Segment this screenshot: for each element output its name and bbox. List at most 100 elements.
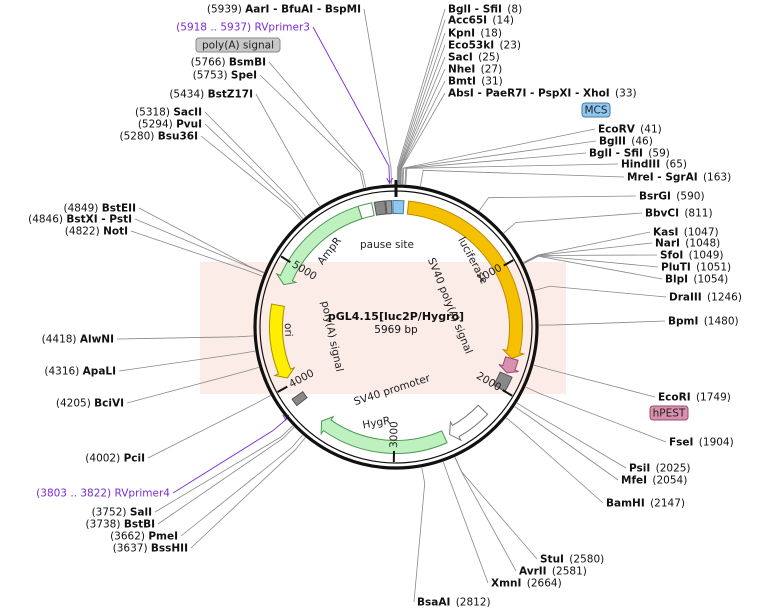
- site-label-mfei[interactable]: MfeI (2054): [621, 475, 687, 487]
- site-name: AvrII: [519, 566, 547, 578]
- leader-line: [442, 461, 489, 584]
- site-name: NheI: [448, 64, 475, 76]
- svg-text:(4418) AlwNI: (4418) AlwNI: [42, 334, 114, 346]
- site-label-pmei[interactable]: (3662) PmeI: [110, 531, 178, 543]
- site-name: SacII: [173, 107, 202, 119]
- feature-sv40-promoter[interactable]: [449, 404, 489, 442]
- site-label-eco53ki[interactable]: Eco53kI (23): [448, 40, 521, 52]
- site-label-bbvci[interactable]: BbvCI (811): [645, 208, 713, 220]
- leader-line: [534, 285, 667, 298]
- site-name: PluTI: [661, 262, 691, 274]
- site-label-pcii[interactable]: (4002) PciI: [85, 453, 145, 465]
- site-label-fsei[interactable]: FseI (1904): [669, 437, 734, 449]
- site-label-bpmi[interactable]: BpmI (1480): [668, 316, 739, 328]
- feature-sv40-poly-a-signal[interactable]: [492, 371, 513, 393]
- site-coord: (5434): [169, 89, 207, 101]
- site-label-bgli-sfii[interactable]: BglI - SfiI (8): [448, 4, 522, 16]
- site-label-bsteii[interactable]: (4849) BstEII: [63, 203, 136, 215]
- site-label-draiii[interactable]: DraIII (1246): [669, 292, 742, 304]
- svg-text:BglI - SfiI (8): BglI - SfiI (8): [448, 4, 522, 16]
- site-label-sfoi[interactable]: SfoI (1049): [660, 250, 724, 262]
- site-name: EcoRV: [598, 124, 636, 136]
- site-name: AarI - BfuAI - BspMI: [245, 4, 361, 16]
- primer-rvprimer4[interactable]: (3803 .. 3822) RVprimer4: [36, 488, 170, 500]
- site-name: BbvCI: [645, 208, 679, 220]
- site-coord: (46): [628, 136, 653, 148]
- site-label-bstxi-psti[interactable]: (4846) BstXI - PstI: [28, 214, 132, 226]
- boxed-label-hpest-box: [649, 405, 689, 421]
- primer-rvprimer3[interactable]: (5918 .. 5937) RVprimer3: [176, 22, 310, 34]
- leader-line: [157, 427, 295, 525]
- svg-text:BlpI (1054): BlpI (1054): [665, 274, 728, 286]
- site-label-bsmbi[interactable]: (5766) BsmBI: [191, 57, 266, 69]
- site-label-bgli-sfii[interactable]: BglI - SfiI (59): [589, 148, 670, 160]
- feature-hpest[interactable]: [498, 356, 519, 374]
- site-label-bsrgi[interactable]: BsrGI (590): [639, 191, 705, 203]
- site-label-alwni[interactable]: (4418) AlwNI: [42, 334, 114, 346]
- svg-text:(3803 .. 3822) RVprimer4: (3803 .. 3822) RVprimer4: [36, 488, 170, 500]
- site-label-ecorv[interactable]: EcoRV (41): [598, 124, 662, 136]
- primer-arrow-icon: [386, 177, 394, 185]
- site-label-bstbi[interactable]: (3738) BstBI: [86, 519, 155, 531]
- site-name: StuI: [540, 554, 564, 566]
- site-name: BstXI - PstI: [66, 214, 132, 226]
- site-coord: (1749): [693, 392, 731, 404]
- feature-ampr[interactable]: [275, 205, 363, 286]
- site-label-bcivi[interactable]: (4205) BciVI: [56, 398, 124, 410]
- label-pause-site: pause site: [360, 239, 414, 251]
- site-label-bamhi[interactable]: BamHI (2147): [606, 498, 685, 510]
- site-label-nhei[interactable]: NheI (27): [448, 64, 502, 76]
- leader-line: [116, 335, 254, 340]
- site-label-bmti[interactable]: BmtI (31): [448, 76, 503, 88]
- site-label-kpni[interactable]: KpnI (18): [448, 28, 502, 40]
- leader-line: [204, 123, 304, 219]
- site-label-bglii[interactable]: BglII (46): [599, 136, 653, 148]
- site-label-hindiii[interactable]: HindIII (65): [621, 159, 687, 171]
- leader-line: [503, 212, 643, 234]
- site-label-pvui[interactable]: (5294) PvuI: [138, 119, 202, 131]
- site-label-psii[interactable]: PsiI (2025): [629, 463, 691, 475]
- site-name: HindIII: [621, 159, 660, 171]
- site-label-xmni[interactable]: XmnI (2664): [491, 578, 562, 590]
- site-label-sali[interactable]: (3752) SalI: [92, 507, 152, 519]
- leader-line: [399, 68, 446, 185]
- feature-poly-a-signal[interactable]: [385, 200, 393, 215]
- feature-ori[interactable]: [269, 303, 296, 379]
- site-label-spei[interactable]: (5753) SpeI: [193, 70, 257, 82]
- site-label-saci[interactable]: SacI (25): [448, 52, 500, 64]
- site-label-absi-paer7i-pspxi-xhoi[interactable]: AbsI - PaeR7I - PspXI - XhoI (33): [448, 88, 637, 100]
- feature-hygr[interactable]: [320, 415, 448, 454]
- site-label-acc65i[interactable]: Acc65I (14): [448, 15, 514, 27]
- leader-line: [516, 402, 627, 469]
- site-label-bstz17i[interactable]: (5434) BstZ17I: [169, 89, 253, 101]
- site-label-bsaai[interactable]: BsaAI (2812): [417, 597, 491, 609]
- site-label-pluti[interactable]: PluTI (1051): [661, 262, 731, 274]
- svg-text:MreI - SgrAI (163): MreI - SgrAI (163): [627, 172, 731, 184]
- site-name: BsrGI: [639, 191, 671, 203]
- feature-ampr-promoter[interactable]: [357, 202, 375, 220]
- site-name: ApaLI: [83, 366, 116, 378]
- site-label-mrei-sgrai[interactable]: MreI - SgrAI (163): [627, 172, 731, 184]
- site-label-blpi[interactable]: BlpI (1054): [665, 274, 728, 286]
- site-label-ecori[interactable]: EcoRI (1749): [658, 392, 731, 404]
- leader-line: [147, 395, 271, 459]
- svg-text:BglI - SfiI (59): BglI - SfiI (59): [589, 148, 670, 160]
- feature-pause-site[interactable]: [373, 200, 387, 216]
- site-label-avrii[interactable]: AvrII (2581): [519, 566, 587, 578]
- site-label-sacii[interactable]: (5318) SacII: [135, 107, 202, 119]
- leader-line: [130, 230, 263, 277]
- site-label-stui[interactable]: StuI (2580): [540, 554, 604, 566]
- feature-poly-a-signal[interactable]: [291, 391, 308, 407]
- site-label-nari[interactable]: NarI (1048): [655, 238, 720, 250]
- leader-line: [523, 255, 659, 268]
- site-coord: (1048): [682, 238, 720, 250]
- feature-mcs[interactable]: [392, 200, 405, 215]
- site-label-bsu36i[interactable]: (5280) Bsu36I: [119, 131, 198, 143]
- site-label-kasi[interactable]: KasI (1047): [653, 227, 719, 239]
- svg-text:NarI (1048): NarI (1048): [655, 238, 720, 250]
- site-label-noti[interactable]: (4822) NotI: [65, 226, 128, 238]
- site-label-aari-bfuai-bspmi[interactable]: (5939) AarI - BfuAI - BspMI: [207, 4, 361, 16]
- site-label-bsshii[interactable]: (3637) BssHII: [113, 543, 188, 555]
- site-label-apali[interactable]: (4316) ApaLI: [44, 366, 116, 378]
